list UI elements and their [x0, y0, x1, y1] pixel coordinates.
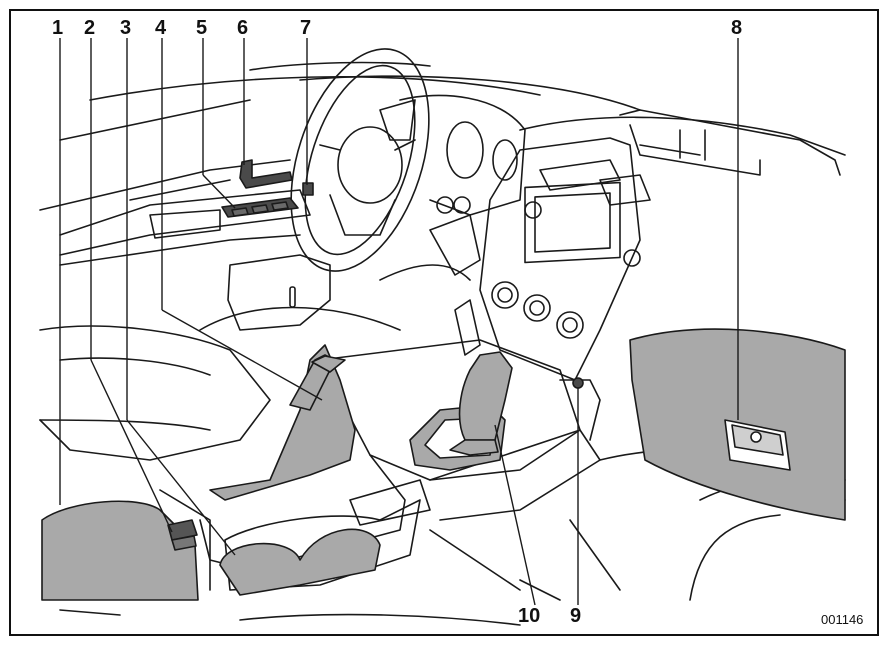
climate-dial-1	[491, 281, 519, 309]
callout-1: 1	[52, 17, 64, 39]
figure-code: 001146	[821, 612, 864, 627]
center-stack	[479, 137, 641, 381]
parking-brake-handle	[311, 355, 346, 373]
infotainment-screen	[524, 181, 621, 264]
audio-knob-left	[524, 201, 542, 219]
mirror-control	[302, 182, 314, 196]
callout-7: 7	[300, 17, 312, 39]
leader-10	[494, 424, 536, 606]
steering-hub	[337, 126, 403, 204]
callout-3: 3	[120, 17, 132, 39]
leader-5b	[202, 174, 236, 209]
inner-door-handle	[239, 159, 293, 189]
callout-6: 6	[237, 17, 249, 39]
climate-dial-3	[556, 311, 584, 339]
steering-wheel	[290, 48, 430, 272]
dashboard	[519, 116, 846, 156]
callout-5: 5	[196, 17, 208, 39]
windshield-line	[89, 76, 541, 101]
accessory-socket	[572, 377, 584, 389]
gear-shift-boot	[449, 439, 499, 456]
callout-4: 4	[155, 17, 167, 39]
seat-heater-switch	[167, 519, 198, 541]
leader-4b	[161, 309, 323, 401]
callout-2: 2	[84, 17, 96, 39]
callout-10: 10	[518, 605, 541, 627]
leader-2b	[90, 359, 173, 533]
glove-box-lock	[750, 431, 762, 443]
callout-8: 8	[731, 17, 743, 39]
door-pocket	[227, 254, 331, 331]
leader-3b	[126, 419, 236, 556]
callout-9: 9	[570, 605, 582, 627]
climate-dial-2	[523, 294, 551, 322]
cupholder-tray	[224, 499, 421, 591]
gear-shift-knob	[458, 351, 513, 441]
instrument-cluster	[399, 94, 526, 216]
cupholders	[219, 528, 381, 596]
audio-knob-right	[623, 249, 641, 267]
driver-seat	[39, 325, 271, 461]
